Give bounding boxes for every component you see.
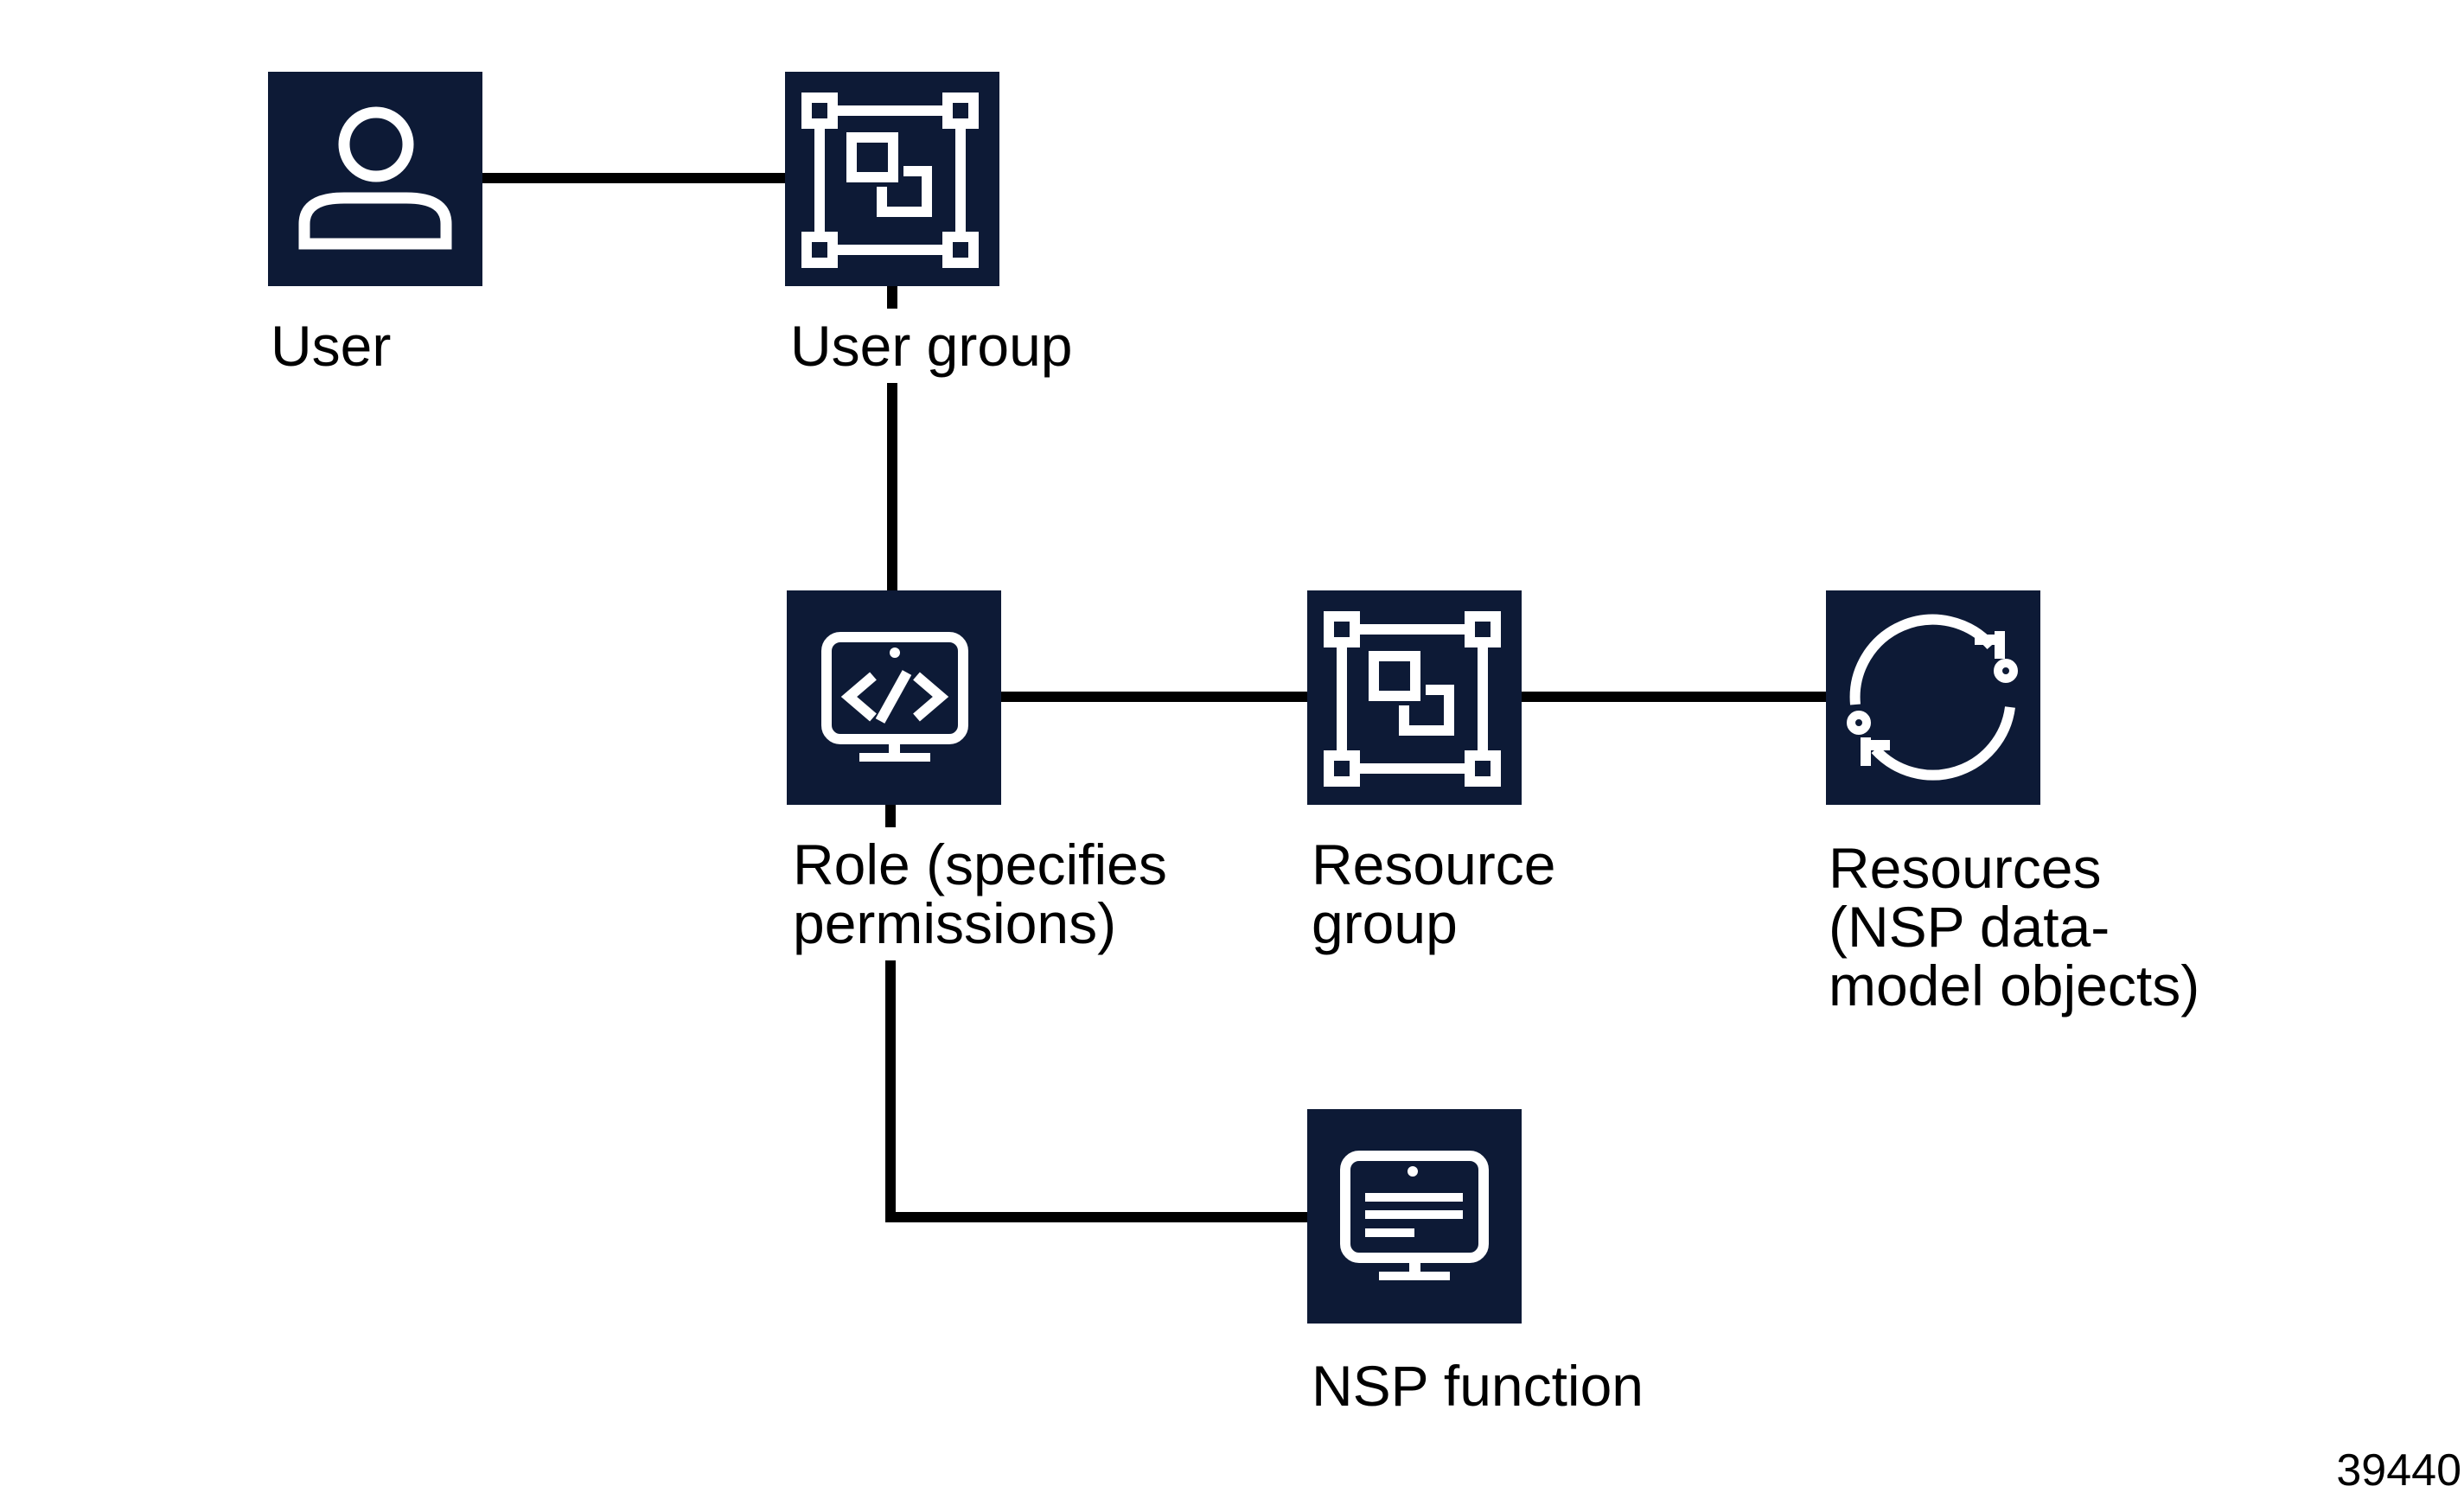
resource-group-label: Resource group bbox=[1312, 832, 1556, 955]
user-group-node bbox=[785, 72, 999, 286]
person-icon bbox=[298, 106, 452, 250]
edge-role-to-resourcegroup bbox=[1001, 692, 1307, 702]
figure-number: 39440 bbox=[2336, 1445, 2461, 1496]
resource-group-node bbox=[1307, 590, 1522, 805]
user-node bbox=[268, 72, 482, 286]
user-label: User bbox=[271, 314, 392, 378]
resources-node bbox=[1826, 590, 2040, 805]
group-icon bbox=[801, 92, 979, 268]
role-node bbox=[787, 590, 1001, 805]
edge-resourcegroup-to-resources bbox=[1522, 692, 1826, 702]
code-monitor-icon bbox=[821, 632, 968, 762]
edge-user-to-usergroup bbox=[482, 173, 785, 183]
text-monitor-icon bbox=[1340, 1151, 1489, 1280]
edge-role-to-nspfunction-horizontal bbox=[885, 1212, 1307, 1222]
nsp-function-node bbox=[1307, 1109, 1522, 1324]
resources-label: Resources (NSP data- model objects) bbox=[1829, 836, 2200, 1017]
nsp-function-label: NSP function bbox=[1312, 1354, 1644, 1418]
role-label: Role (specifies permissions) bbox=[782, 827, 1178, 960]
sync-icon bbox=[1847, 614, 2018, 781]
group-icon bbox=[1324, 611, 1501, 787]
user-group-label: User group bbox=[780, 309, 1083, 383]
